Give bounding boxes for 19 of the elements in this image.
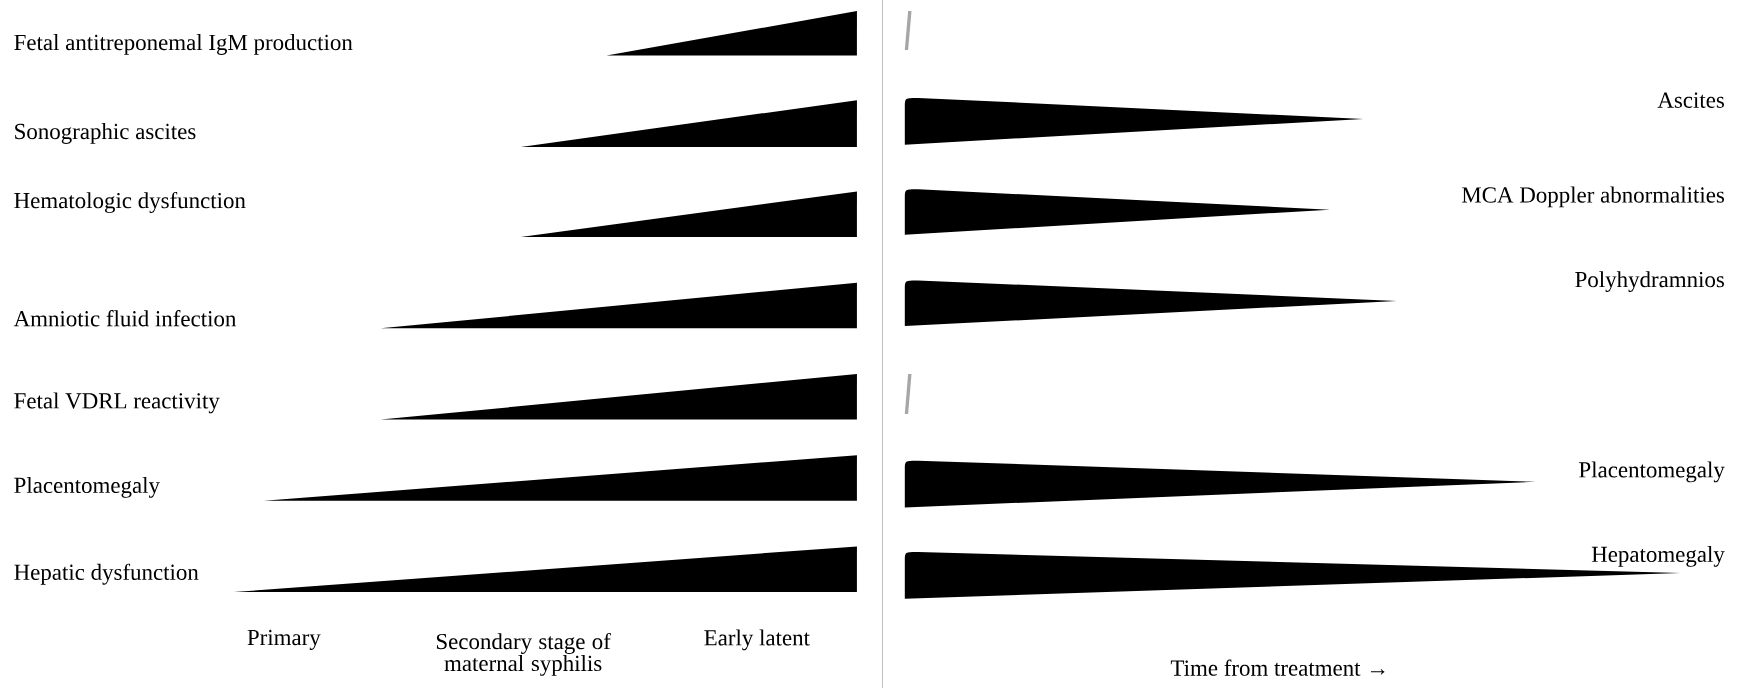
row-label: Fetal VDRL reactivity — [14, 392, 220, 414]
row-label: Polyhydramnios — [1575, 271, 1724, 292]
row-label: Placentomegaly — [14, 476, 160, 498]
row-label: MCA Doppler abnormalities — [1462, 186, 1724, 208]
row-label: Sonographic ascites — [15, 123, 196, 144]
row-label: Secondary stage of maternal syphilis — [436, 632, 611, 676]
row-label: Early latent — [704, 629, 810, 651]
row-label: Fetal antitreponemal IgM production — [14, 34, 353, 55]
wedge — [606, 11, 857, 56]
row-label: Amniotic fluid infection — [13, 310, 237, 327]
row-label: Placentomegaly — [1579, 461, 1725, 483]
wedge — [520, 100, 857, 147]
row-label: Primary — [247, 629, 321, 650]
row-label: Time from treatment → — [1170, 659, 1385, 676]
wedge — [380, 373, 857, 420]
row-label: Hematologic dysfunction — [14, 191, 246, 214]
row-label: Ascites — [1657, 92, 1724, 108]
row-label: Hepatic dysfunction — [14, 563, 199, 585]
row-label: Hepatomegaly — [1591, 545, 1725, 567]
